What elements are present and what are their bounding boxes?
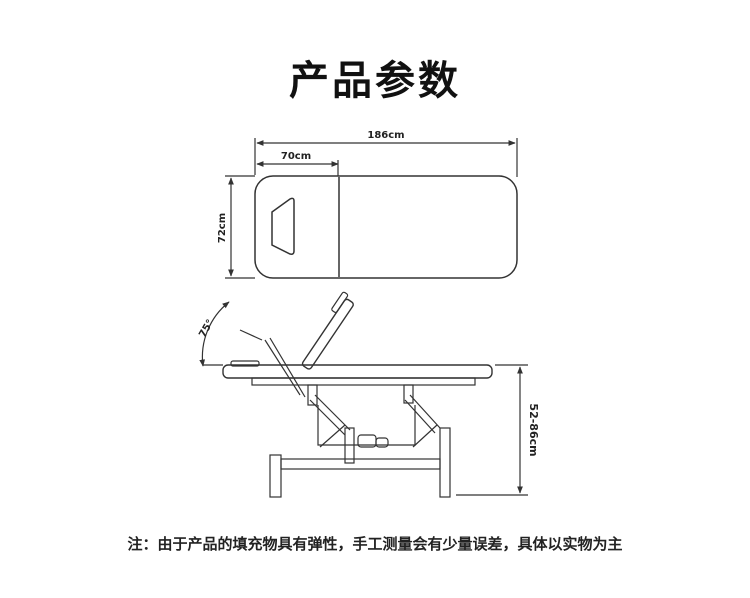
angle-arc — [199, 301, 230, 367]
base-bar — [280, 458, 441, 470]
height-range-label: 52-86cm — [527, 403, 540, 456]
angle-label: 75° — [197, 318, 216, 340]
side-view: 75° 52-86cm — [197, 291, 540, 498]
top-view: 186cm 70cm 72cm — [217, 130, 518, 279]
left-leg — [269, 454, 282, 498]
measurement-note: 注：由于产品的填充物具有弹性，手工测量会有少量误差，具体以实物为主 — [127, 535, 623, 553]
length-label: 186cm — [367, 130, 404, 141]
head-section-label: 70cm — [281, 151, 311, 162]
face-hole — [271, 197, 295, 255]
table-top-outline — [254, 175, 518, 279]
page-title: 产品参数 — [289, 58, 461, 104]
table-top-side — [222, 364, 493, 379]
width-label: 72cm — [217, 213, 228, 243]
right-leg — [439, 427, 451, 498]
